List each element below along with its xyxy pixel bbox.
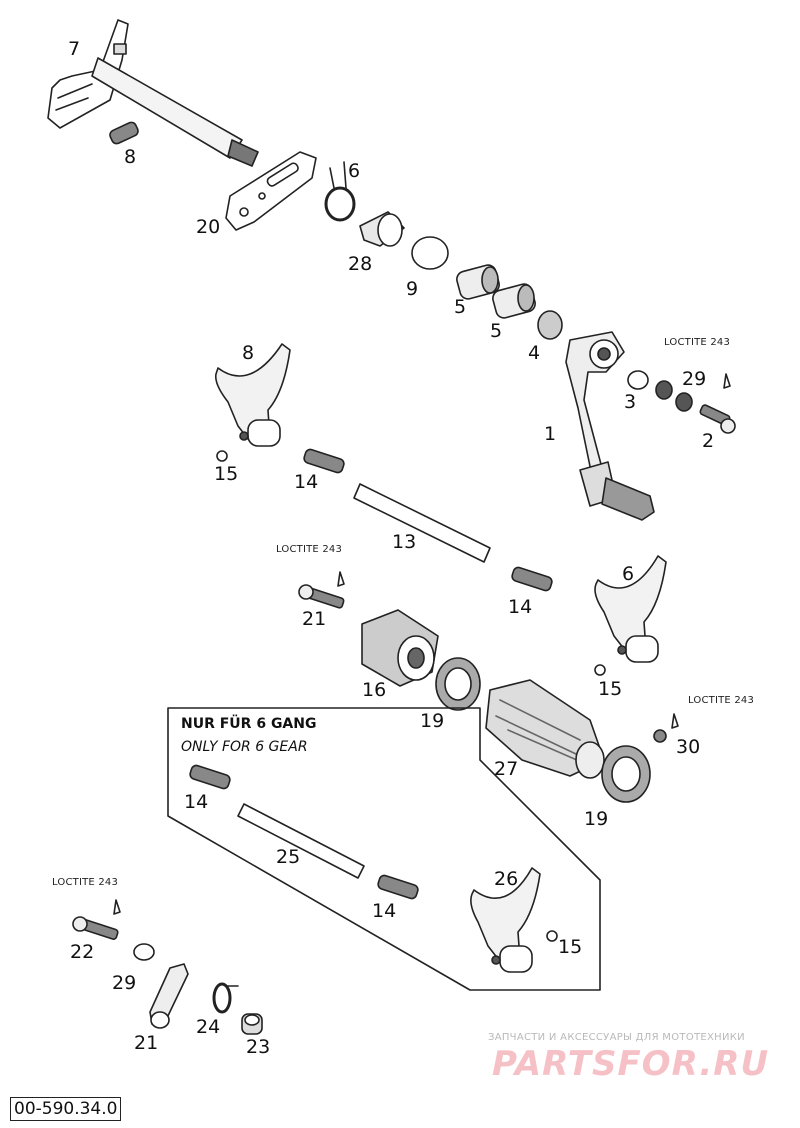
part-label-14a: 14 [294, 471, 319, 493]
part-label-5b: 5 [490, 320, 503, 342]
part-label-1: 1 [544, 423, 557, 445]
shift-fork-6-drawing [594, 555, 667, 663]
shift-fork-8-drawing [214, 343, 291, 447]
part-label-19b: 19 [584, 808, 609, 830]
plate-17-drawing [225, 151, 317, 231]
bearing-5b-drawing [492, 283, 536, 319]
bearing-19a-drawing [435, 657, 481, 711]
part-label-9: 9 [406, 278, 419, 300]
loctite-drop-icon [113, 899, 121, 915]
six-gear-box-outline [167, 707, 601, 991]
rod-24-drawing [237, 803, 365, 879]
six-gear-note-de: NUR FÜR 6 GANG [181, 716, 317, 732]
six-gear-note-en: ONLY FOR 6 GEAR [181, 739, 308, 755]
bush-27-drawing [359, 211, 405, 247]
loctite-drop-icon [723, 373, 731, 389]
part-label-25: 26 [494, 868, 519, 890]
part-label-2: 2 [702, 430, 715, 452]
part-label-23: 24 [196, 1016, 221, 1038]
spring-23-drawing [212, 982, 239, 1014]
loctite-note: LOCTITE 243 [688, 695, 755, 706]
shift-lever-1-drawing [565, 331, 655, 521]
screw-30-drawing [653, 729, 667, 743]
spring-14d-drawing [377, 874, 419, 900]
part-label-16: 16 [362, 679, 387, 701]
shift-fork-25-drawing [470, 867, 541, 973]
loctite-note: LOCTITE 243 [52, 877, 119, 888]
ring-29-drawing [655, 380, 693, 412]
part-label-14d: 14 [372, 900, 397, 922]
part-label-22: 23 [246, 1036, 271, 1058]
screw-2-drawing [699, 404, 736, 434]
part-label-7: 7 [68, 38, 81, 60]
part-label-17: 20 [196, 216, 221, 238]
washer-9-drawing [411, 236, 449, 270]
part-label-27: 28 [348, 253, 373, 275]
loctite-note: LOCTITE 243 [276, 544, 343, 555]
spring-14a-drawing [303, 448, 345, 474]
part-label-13: 13 [392, 531, 417, 553]
part-label-29: 29 [682, 368, 707, 390]
roller-15c-drawing [546, 930, 558, 942]
loctite-note: LOCTITE 243 [664, 337, 731, 348]
part-label-28: 29 [112, 972, 137, 994]
seal-4-drawing [537, 310, 563, 340]
part-label-12: 8 [124, 146, 137, 168]
part-label-15b: 15 [598, 678, 623, 700]
loctite-drop-icon [337, 571, 345, 587]
roller-15a-drawing [216, 450, 228, 462]
part-label-3: 3 [624, 391, 637, 413]
bearing-5a-drawing [456, 264, 500, 300]
part-label-18: 21 [302, 608, 327, 630]
part-label-14c: 14 [184, 791, 209, 813]
roller-15b-drawing [594, 664, 606, 676]
part-label-10: 6 [348, 160, 361, 182]
bearing-19b-drawing [601, 745, 651, 803]
part-label-15a: 15 [214, 463, 239, 485]
part-label-8: 8 [242, 342, 255, 364]
shift-drum-16-drawing [361, 609, 439, 687]
screw-21-drawing [72, 916, 119, 940]
shift-shaft-drawing [47, 19, 259, 167]
part-label-20: 21 [134, 1032, 159, 1054]
part-label-19a: 19 [420, 710, 445, 732]
screw-18-drawing [298, 584, 345, 609]
spring-14c-drawing [189, 764, 231, 790]
part-label-14b: 14 [508, 596, 533, 618]
watermark-caption: ЗАПЧАСТИ И АКСЕССУАРЫ ДЛЯ МОТОТЕХНИКИ [488, 1032, 745, 1043]
washer-28-drawing [133, 943, 155, 961]
spring-clip-10-drawing [324, 161, 356, 222]
part-label-15c: 15 [558, 936, 583, 958]
part-label-26: 27 [494, 758, 519, 780]
part-label-6: 6 [622, 563, 635, 585]
part-label-4: 4 [528, 342, 541, 364]
rod-13-drawing [353, 483, 491, 563]
spring-14b-drawing [511, 566, 553, 592]
loctite-drop-icon [671, 713, 679, 729]
roller-22-drawing [241, 1013, 263, 1035]
spring-12-drawing [109, 121, 139, 145]
part-label-30: 30 [676, 736, 701, 758]
diagram-code: 00-590.34.0 [10, 1097, 122, 1121]
part-label-5a: 5 [454, 296, 467, 318]
shift-drum-26-drawing [485, 679, 605, 779]
part-label-21: 22 [70, 941, 95, 963]
watermark-brand: PARTSFOR.RU [492, 1044, 770, 1084]
part-label-24: 25 [276, 846, 301, 868]
lever-20-drawing [149, 963, 189, 1029]
washer-3-drawing [627, 370, 649, 390]
